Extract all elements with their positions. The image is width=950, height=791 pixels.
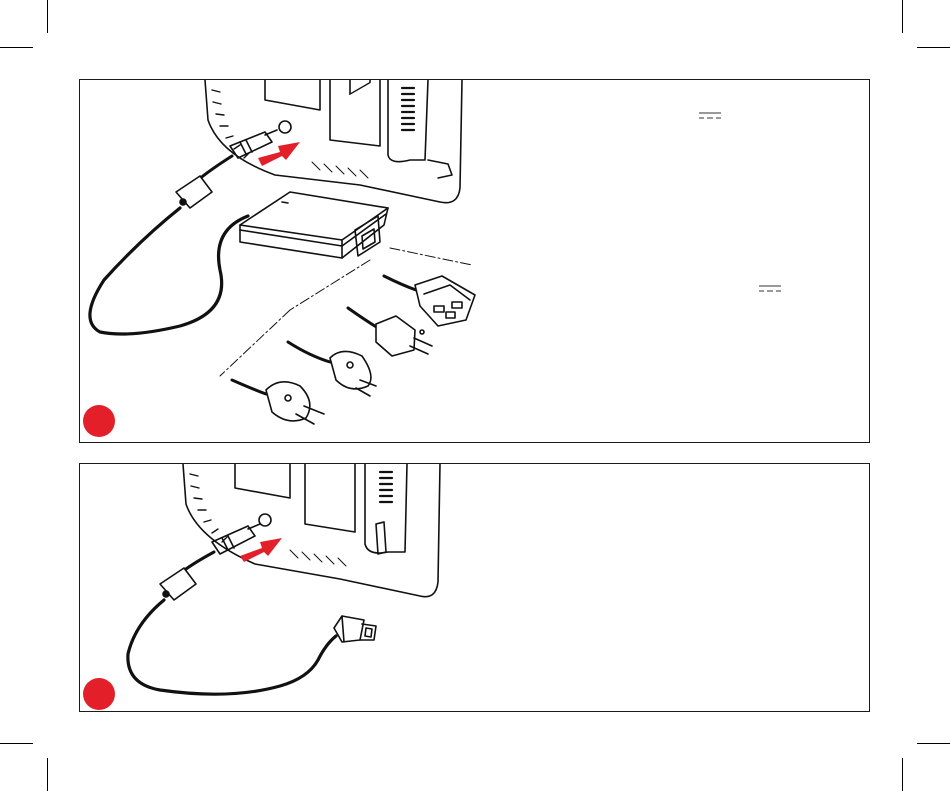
us-plug <box>348 308 432 356</box>
dc-current-symbol <box>698 111 722 121</box>
step-badge <box>83 678 115 710</box>
crop-mark <box>917 743 950 744</box>
step-badge <box>83 405 115 437</box>
arrow-icon <box>240 538 282 562</box>
crop-mark <box>902 758 903 791</box>
dc-current-symbol <box>758 284 782 294</box>
instruction-panel-battery <box>79 463 870 712</box>
instruction-panel-power-supply <box>79 79 870 443</box>
crop-mark <box>47 0 48 33</box>
crop-mark <box>0 743 33 744</box>
crop-mark <box>902 0 903 33</box>
monitor-housing-inner <box>265 80 320 110</box>
crop-mark <box>0 47 33 48</box>
dc-plug <box>230 132 272 158</box>
battery-illustration <box>80 464 870 712</box>
crop-mark <box>917 47 950 48</box>
dc-plug <box>212 526 255 554</box>
crop-mark <box>47 758 48 791</box>
power-brick <box>240 80 388 258</box>
power-supply-illustration <box>80 80 870 443</box>
dtap-connector <box>334 616 376 642</box>
eu-plug <box>232 380 324 424</box>
monitor-housing <box>183 464 440 597</box>
